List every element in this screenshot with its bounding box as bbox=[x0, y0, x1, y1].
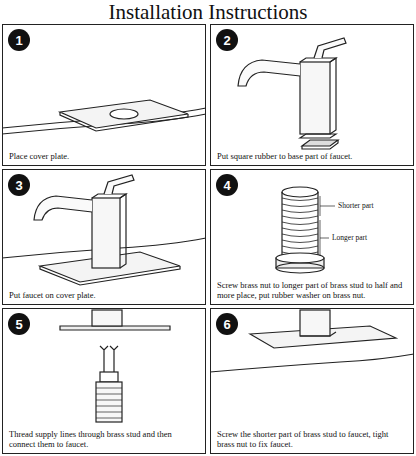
step-number: 5 bbox=[8, 313, 30, 335]
step-caption: Screw brass nut to longer part of brass … bbox=[217, 280, 407, 301]
step-number: 6 bbox=[216, 313, 238, 335]
step-caption: Put square rubber to base part of faucet… bbox=[217, 151, 407, 162]
callout-number: 2 bbox=[223, 33, 230, 48]
step-panel: Place cover plate. 1 bbox=[2, 24, 206, 166]
page-title: Installation Instructions bbox=[0, 0, 416, 24]
callout-number: 3 bbox=[15, 178, 22, 193]
callout-number: 4 bbox=[223, 178, 230, 193]
step-number: 2 bbox=[216, 29, 238, 51]
step-caption: Place cover plate. bbox=[9, 151, 199, 162]
step-panel: Thread supply lines through brass stud a… bbox=[2, 308, 206, 454]
step-panel: Screw the shorter part of brass stud to … bbox=[210, 308, 414, 454]
step-caption: Thread supply lines through brass stud a… bbox=[9, 429, 199, 450]
callout-number: 1 bbox=[15, 33, 22, 48]
step-number: 4 bbox=[216, 174, 238, 196]
step-panel: Screw brass nut to longer part of brass … bbox=[210, 169, 414, 305]
callout-number: 6 bbox=[223, 317, 230, 332]
step-number: 3 bbox=[8, 174, 30, 196]
part-label: Longer part bbox=[331, 234, 368, 242]
callout-number: 5 bbox=[15, 317, 22, 332]
step-caption: Put faucet on cover plate. bbox=[9, 290, 199, 301]
step-caption: Screw the shorter part of brass stud to … bbox=[217, 429, 407, 450]
step-panel: Put faucet on cover plate. 3 bbox=[2, 169, 206, 305]
step-number: 1 bbox=[8, 29, 30, 51]
part-label: Shorter part bbox=[337, 202, 375, 210]
step-panel: Put square rubber to base part of faucet… bbox=[210, 24, 414, 166]
